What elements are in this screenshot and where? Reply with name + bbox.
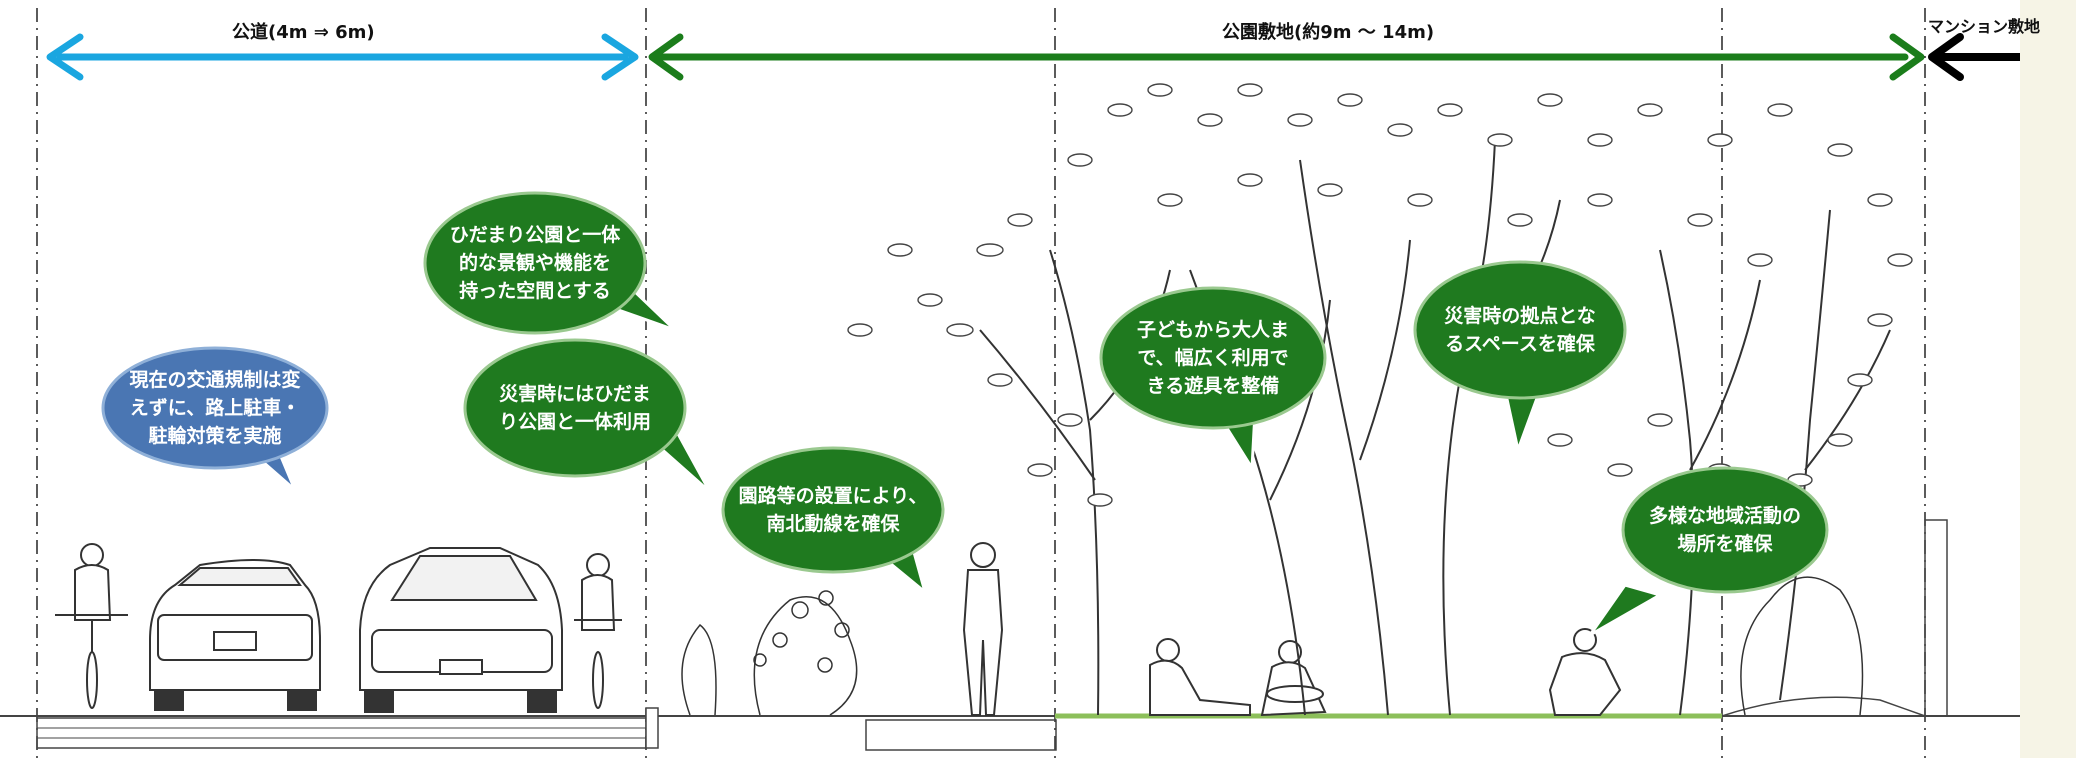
pedestrian xyxy=(962,542,1004,716)
sitting-people xyxy=(1149,628,1622,717)
bubble-path: 園路等の設置により、 南北動線を確保 xyxy=(738,485,928,535)
bubble-play-equipment: 子どもから大人ま で、幅広く利用で きる遊具を整備 xyxy=(1136,319,1289,397)
bubble-community-activity: 多様な地域活動の 場所を確保 xyxy=(1648,505,1801,555)
cyclist-left xyxy=(55,543,128,709)
ground xyxy=(0,519,2020,751)
road-width-label: 公道(4m ⇒ 6m) xyxy=(232,22,375,43)
park-width-label: 公園敷地(約9m ～ 14m) xyxy=(1222,22,1435,43)
bubble-disaster-base: 災害時の拠点とな るスペースを確保 xyxy=(1444,305,1596,355)
bubble-disaster-road: 災害時にはひだま り公園と一体利用 xyxy=(498,383,651,433)
bubble-road-measures: 現在の交通規制は変 えずに、路上駐車・ 駐輪対策を実施 xyxy=(129,369,301,447)
mansion-site-label: マンション敷地 xyxy=(1928,17,2041,36)
park-width-arrow xyxy=(648,33,1925,81)
road-width-arrow xyxy=(46,33,639,81)
cyclist-right xyxy=(574,553,622,709)
shrubs xyxy=(681,576,1864,716)
car-front xyxy=(359,547,563,713)
mansion-arrow xyxy=(1928,33,2020,81)
bubbles-shapes xyxy=(101,191,1829,637)
car-rear xyxy=(149,559,321,711)
bubble-unified-space: ひだまり公園と一体 的な景観や機能を 持った空間とする xyxy=(449,224,621,302)
